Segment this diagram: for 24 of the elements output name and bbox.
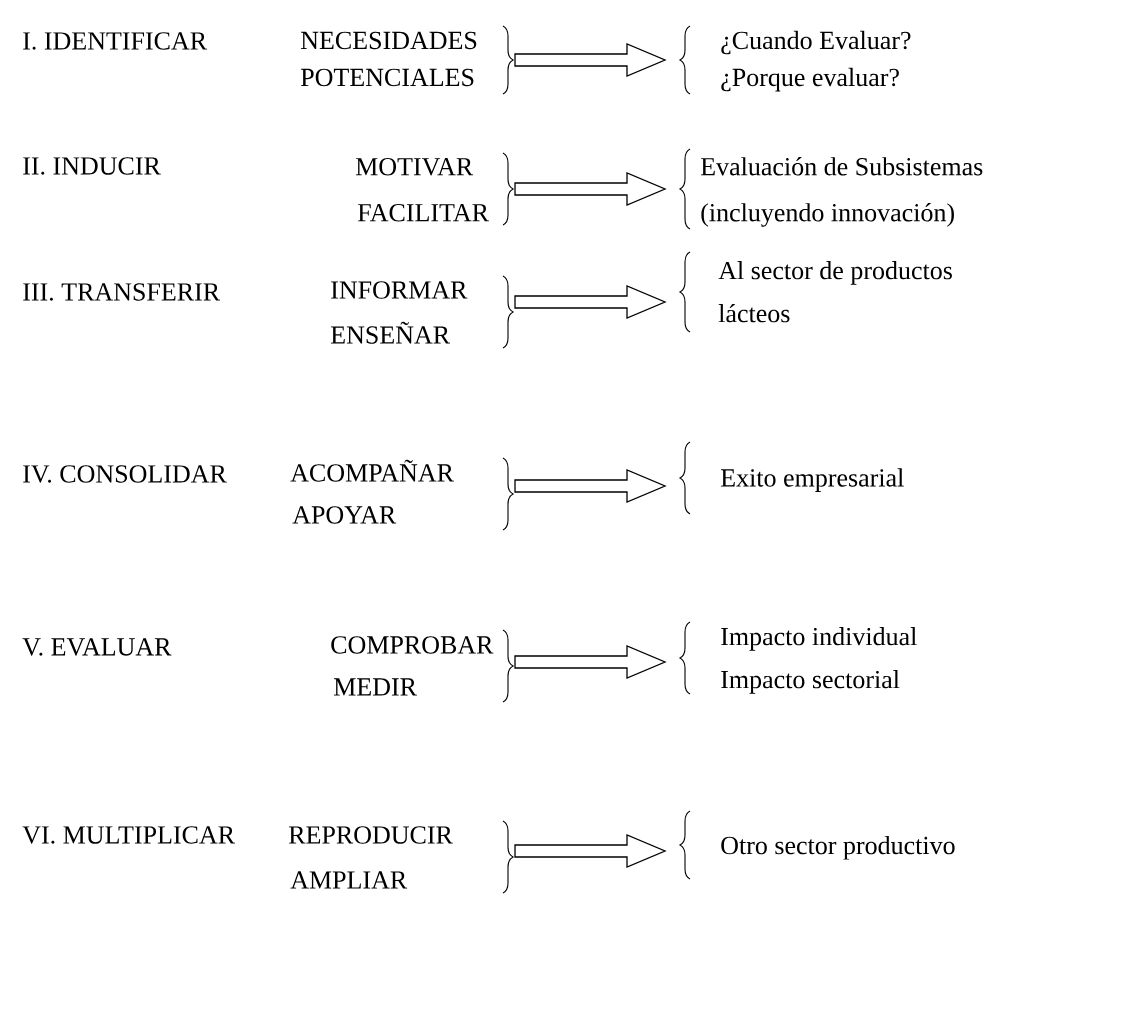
block-arrow — [514, 645, 667, 679]
stage-label: IV. CONSOLIDAR — [23, 465, 227, 483]
stage-label: II. INDUCIR — [23, 157, 161, 175]
verb-list: REPRODUCIR AMPLIAR — [288, 826, 453, 889]
result-list: Exito empresarial — [720, 468, 904, 492]
block-arrow — [514, 285, 667, 319]
block-arrow — [514, 172, 667, 206]
stage-label: III. TRANSFERIR — [23, 283, 221, 301]
block-arrow — [514, 469, 667, 503]
verb-list: ACOMPAÑAR APOYAR — [290, 459, 454, 524]
block-arrow — [514, 43, 667, 77]
verb-list: MOTIVAR FACILITAR — [355, 158, 489, 222]
verb-list: NECESIDADES POTENCIALES — [300, 31, 477, 87]
stage-label: VI. MULTIPLICAR — [22, 826, 235, 844]
result-list: Otro sector productivo — [721, 835, 955, 860]
result-list: Evaluación de Subsistemas (incluyendo innovación) — [700, 157, 983, 227]
verb-list: COMPROBAR MEDIR — [331, 636, 494, 696]
stage-label: V. EVALUAR — [22, 638, 172, 656]
verb-list: INFORMAR ENSEÑAR — [330, 281, 468, 344]
result-list: ¿Cuando Evaluar? ¿Porque evaluar? — [721, 30, 911, 92]
block-arrow — [514, 834, 667, 868]
stage-label: I. IDENTIFICAR — [23, 32, 207, 50]
result-list: Impacto individual Impacto sectorial — [721, 627, 917, 694]
result-list: Al sector de productos lácteos — [718, 261, 952, 323]
